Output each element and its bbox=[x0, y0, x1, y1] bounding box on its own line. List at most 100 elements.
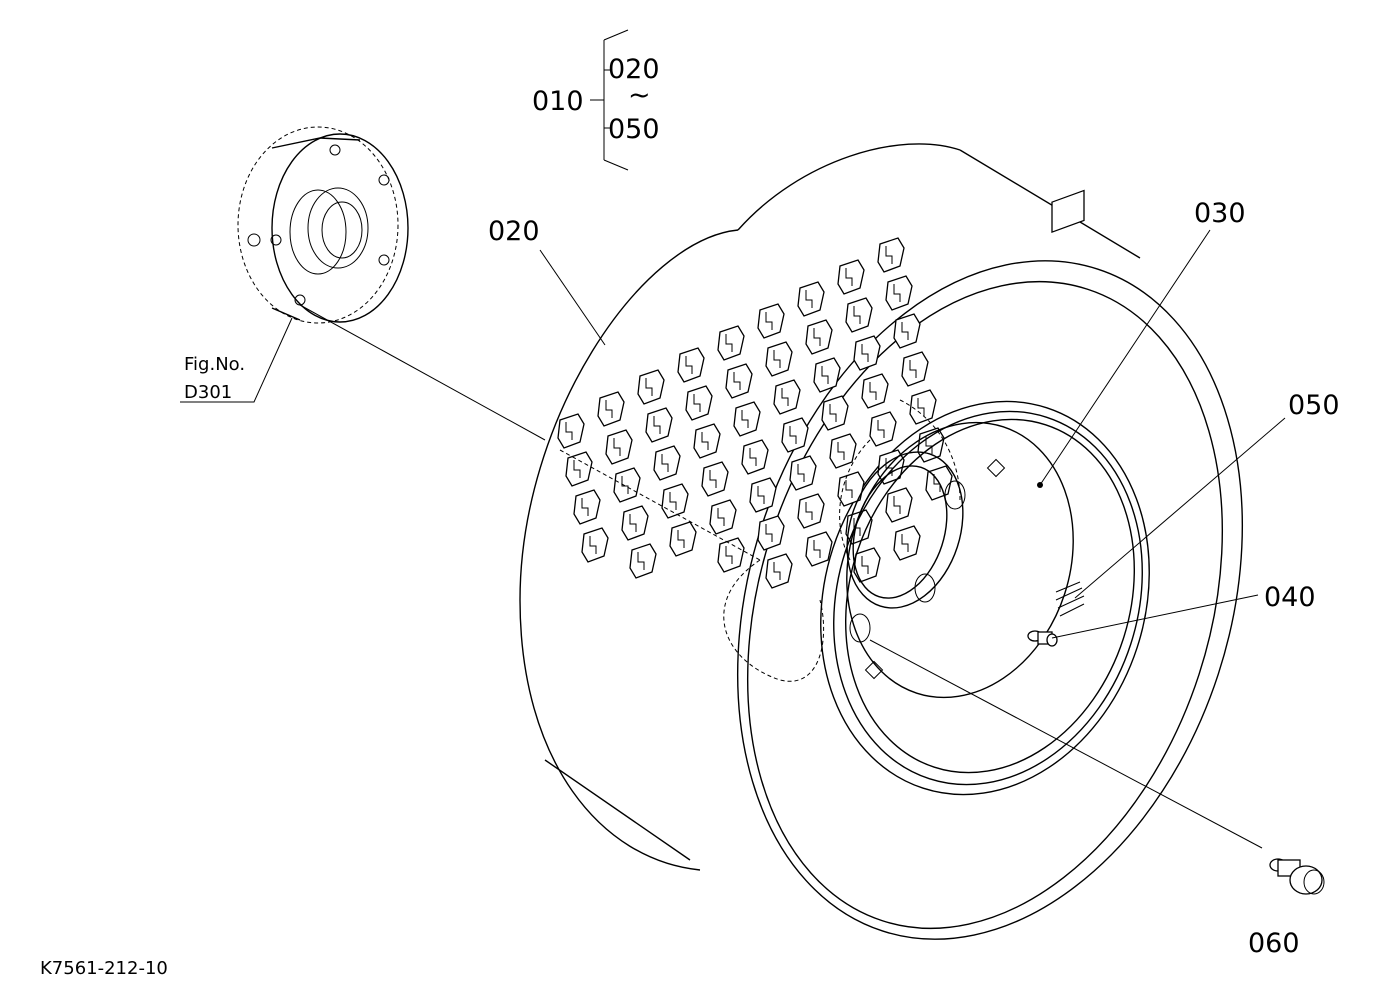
tread-block bbox=[733, 401, 761, 437]
tread-groove bbox=[829, 404, 837, 422]
tread-block bbox=[909, 389, 937, 425]
tread-groove bbox=[661, 454, 669, 472]
tread-groove bbox=[861, 556, 869, 574]
tread-groove bbox=[725, 334, 733, 352]
wheel-rim[interactable] bbox=[787, 371, 1190, 825]
tread-block bbox=[605, 429, 633, 465]
tread-groove bbox=[845, 480, 853, 498]
tread-block bbox=[757, 515, 785, 551]
tread-groove bbox=[765, 312, 773, 330]
tread-groove bbox=[805, 502, 813, 520]
tread-block bbox=[853, 547, 881, 583]
tread-block bbox=[685, 385, 713, 421]
tread-block bbox=[773, 379, 801, 415]
hidden-detail bbox=[559, 399, 961, 682]
tread-block bbox=[661, 483, 689, 519]
tread-groove bbox=[909, 360, 917, 378]
leader-lines bbox=[539, 229, 1286, 639]
tread-groove bbox=[645, 378, 653, 396]
tread-block bbox=[669, 521, 697, 557]
tread-groove bbox=[573, 460, 581, 478]
tread-groove bbox=[893, 284, 901, 302]
tread-block bbox=[853, 335, 881, 371]
tread-block bbox=[893, 525, 921, 561]
tread-block bbox=[693, 423, 721, 459]
tread-groove bbox=[749, 448, 757, 466]
tread-block bbox=[557, 413, 585, 449]
tread-groove bbox=[605, 400, 613, 418]
tread-block bbox=[885, 487, 913, 523]
tread-groove bbox=[637, 552, 645, 570]
tread-block bbox=[653, 445, 681, 481]
tread-groove bbox=[773, 350, 781, 368]
tread-block bbox=[797, 493, 825, 529]
tread-groove bbox=[853, 518, 861, 536]
tread-block bbox=[901, 351, 929, 387]
tread-groove bbox=[893, 496, 901, 514]
tread-groove bbox=[581, 498, 589, 516]
tread-block bbox=[797, 281, 825, 317]
tread-block bbox=[749, 477, 777, 513]
tread-block bbox=[565, 451, 593, 487]
tread-block bbox=[725, 363, 753, 399]
tread-block bbox=[765, 341, 793, 377]
rim-stud-callout: 040 bbox=[1264, 582, 1316, 613]
tread-groove bbox=[717, 508, 725, 526]
tread-groove bbox=[621, 476, 629, 494]
tread-groove bbox=[901, 322, 909, 340]
tread-groove bbox=[701, 432, 709, 450]
tread-block bbox=[573, 489, 601, 525]
tread-groove bbox=[677, 530, 685, 548]
tread-block bbox=[821, 395, 849, 431]
tread-block bbox=[717, 537, 745, 573]
rim-stud[interactable] bbox=[1027, 630, 1058, 647]
tread-groove bbox=[565, 422, 573, 440]
tread-block bbox=[837, 471, 865, 507]
fig-ref-number: D301 bbox=[184, 382, 232, 403]
tread-pattern[interactable] bbox=[557, 237, 953, 589]
range-brace bbox=[590, 29, 629, 171]
tread-block bbox=[581, 527, 609, 563]
tread-groove bbox=[693, 394, 701, 412]
tread-groove bbox=[861, 344, 869, 362]
tread-block bbox=[861, 373, 889, 409]
tread-block bbox=[701, 461, 729, 497]
tread-block bbox=[677, 347, 705, 383]
tread-groove bbox=[885, 246, 893, 264]
tread-groove bbox=[733, 372, 741, 390]
tread-block bbox=[837, 259, 865, 295]
tread-groove bbox=[765, 524, 773, 542]
tread-block bbox=[813, 357, 841, 393]
tread-block bbox=[845, 297, 873, 333]
tread-groove bbox=[773, 562, 781, 580]
tread-block bbox=[741, 439, 769, 475]
tread-block bbox=[781, 417, 809, 453]
valve[interactable] bbox=[1051, 189, 1085, 617]
tread-block bbox=[805, 531, 833, 567]
tread-block bbox=[869, 411, 897, 447]
tread-block bbox=[805, 319, 833, 355]
tread-block bbox=[829, 433, 857, 469]
assembly-callout: 010 bbox=[532, 86, 584, 117]
wheel-bolt[interactable] bbox=[1269, 858, 1325, 895]
tread-groove bbox=[933, 474, 941, 492]
valve-callout: 050 bbox=[1288, 390, 1340, 421]
tread-groove bbox=[709, 470, 717, 488]
axis-line-left bbox=[299, 304, 546, 441]
tread-callout: 020 bbox=[488, 216, 540, 247]
tread-block bbox=[717, 325, 745, 361]
tread-groove bbox=[725, 546, 733, 564]
tread-groove bbox=[901, 534, 909, 552]
tread-groove bbox=[629, 514, 637, 532]
tread-block bbox=[709, 499, 737, 535]
tread-groove bbox=[797, 464, 805, 482]
hub-flange[interactable] bbox=[237, 126, 409, 324]
tread-groove bbox=[813, 540, 821, 558]
tread-groove bbox=[869, 382, 877, 400]
fig-ref-leader bbox=[180, 317, 293, 403]
tread-block bbox=[757, 303, 785, 339]
tread-block bbox=[789, 455, 817, 491]
tread-groove bbox=[837, 442, 845, 460]
range-start-callout: 020 bbox=[608, 54, 660, 85]
